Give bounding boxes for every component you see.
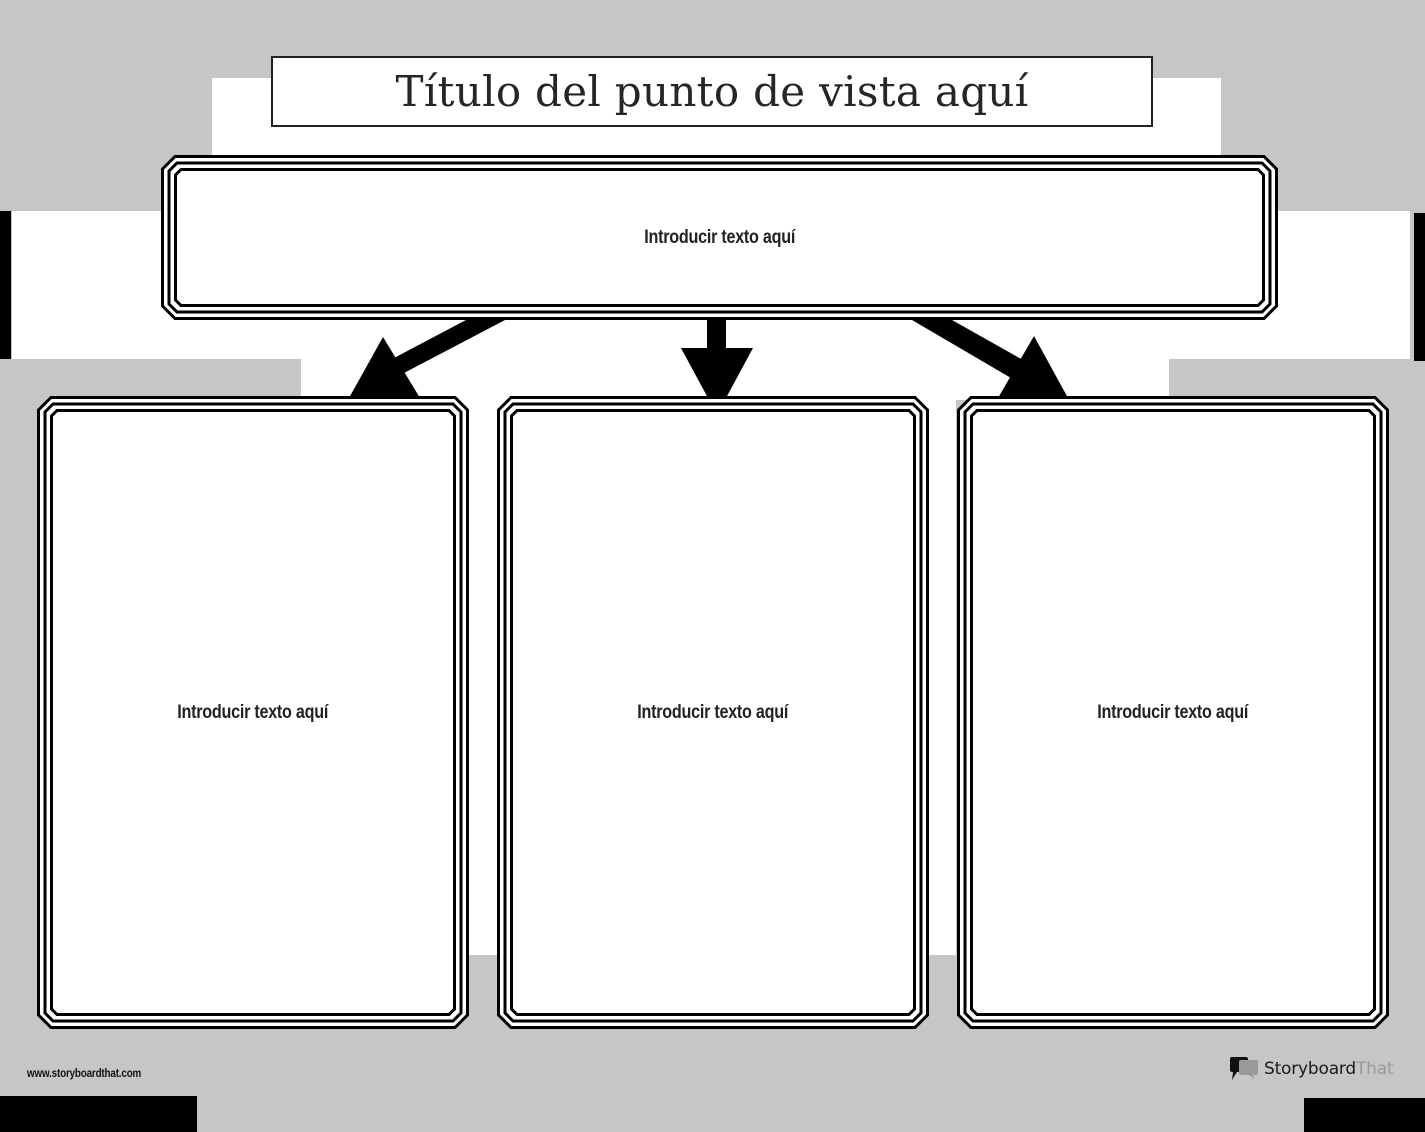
left-edge-bar — [0, 211, 11, 359]
background-patch-arrows — [301, 340, 1169, 400]
column-box-center[interactable]: Introducir texto aquí — [497, 396, 929, 1029]
bottom-right-bar — [1304, 1098, 1425, 1132]
page-title: Título del punto de vista aquí — [395, 67, 1029, 116]
footer-url-link[interactable]: www.storyboardthat.com — [27, 1066, 142, 1080]
column-left-label: Introducir texto aquí — [177, 701, 329, 723]
column-box-left[interactable]: Introducir texto aquí — [37, 396, 469, 1029]
brand-name: StoryboardThat — [1264, 1059, 1394, 1079]
title-box[interactable]: Título del punto de vista aquí — [271, 56, 1153, 127]
triple-border-frame — [497, 396, 929, 1029]
right-edge-bar — [1414, 213, 1425, 361]
speech-bubbles-icon — [1228, 1056, 1260, 1082]
bottom-left-bar — [0, 1096, 197, 1132]
main-text-box[interactable]: Introducir texto aquí — [161, 155, 1278, 320]
column-center-label: Introducir texto aquí — [637, 701, 789, 723]
main-box-label: Introducir texto aquí — [644, 226, 795, 248]
column-right-label: Introducir texto aquí — [1097, 701, 1249, 723]
triple-border-frame — [957, 396, 1389, 1029]
triple-border-frame — [37, 396, 469, 1029]
column-box-right[interactable]: Introducir texto aquí — [957, 396, 1389, 1029]
brand-logo[interactable]: StoryboardThat — [1228, 1055, 1394, 1083]
triple-border-frame — [161, 155, 1278, 320]
